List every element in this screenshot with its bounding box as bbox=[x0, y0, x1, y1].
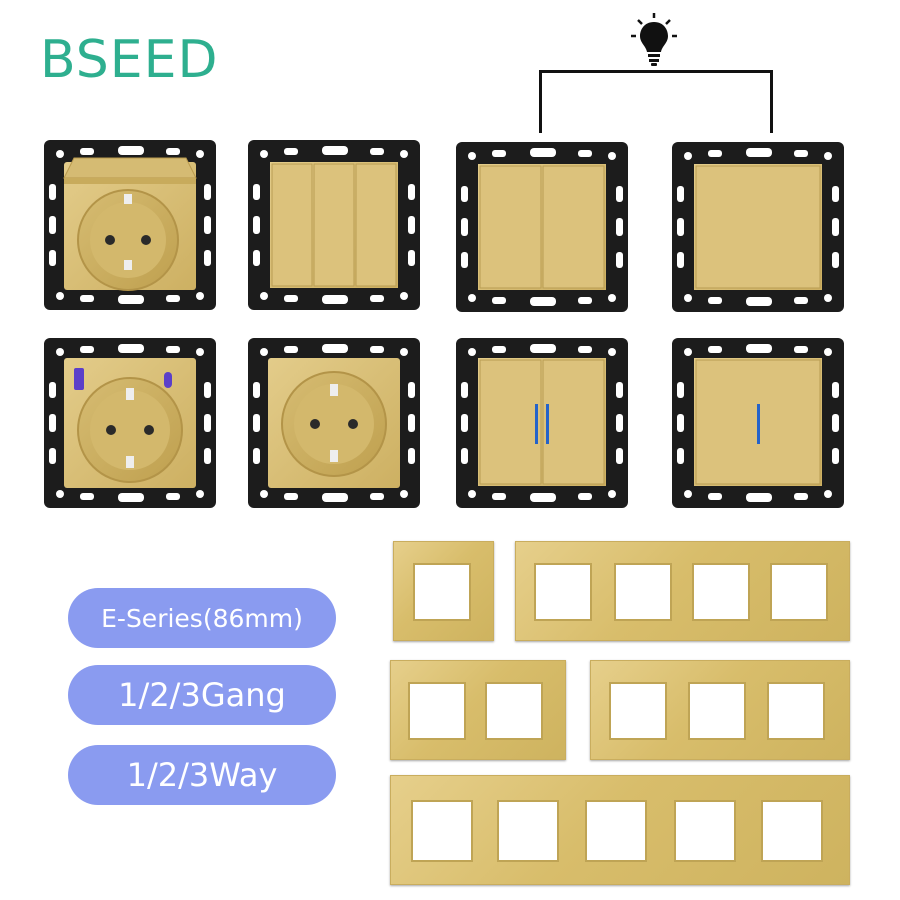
frame-5-gang bbox=[390, 775, 850, 885]
tag-way: 1/2/3Way bbox=[68, 745, 336, 805]
wiring-line bbox=[539, 70, 773, 133]
tag-way-label: 1/2/3Way bbox=[126, 756, 278, 794]
product-usb-socket bbox=[40, 334, 220, 512]
product-socket bbox=[244, 334, 424, 512]
product-1-gang-switch-indicator bbox=[668, 334, 848, 512]
tag-series: E-Series(86mm) bbox=[68, 588, 336, 648]
product-socket-with-cover bbox=[40, 136, 220, 314]
frame-4-gang bbox=[515, 541, 850, 641]
product-3-gang-switch bbox=[244, 136, 424, 314]
product-1-gang-2-way-switch bbox=[668, 138, 848, 316]
frame-3-gang bbox=[590, 660, 850, 760]
light-bulb-icon bbox=[630, 12, 678, 68]
product-2-gang-2-way-switch bbox=[452, 138, 632, 316]
tag-gang: 1/2/3Gang bbox=[68, 665, 336, 725]
frame-1-gang bbox=[393, 541, 494, 641]
tag-series-label: E-Series(86mm) bbox=[101, 603, 303, 633]
frame-2-gang bbox=[390, 660, 566, 760]
product-2-gang-switch-indicator bbox=[452, 334, 632, 512]
brand-logo: BSEED bbox=[40, 30, 219, 90]
tag-gang-label: 1/2/3Gang bbox=[118, 676, 286, 714]
